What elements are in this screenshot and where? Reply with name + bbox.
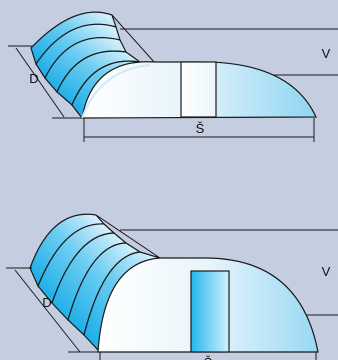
width-label: Š — [196, 121, 205, 136]
ridge-line — [111, 14, 156, 64]
width-label: Š — [204, 355, 213, 360]
greenhouse-top: D Š V — [8, 11, 338, 142]
height-label: V — [322, 46, 331, 61]
greenhouse-bottom: D Š V — [6, 213, 338, 360]
door — [190, 270, 230, 353]
front-face-shade — [81, 64, 151, 119]
depth-dimension-line — [14, 269, 81, 353]
depth-dimension-line — [15, 47, 65, 118]
height-label: V — [322, 264, 331, 279]
depth-label: D — [29, 71, 38, 86]
door — [180, 61, 217, 118]
ridge-line — [95, 214, 161, 259]
depth-label: D — [42, 295, 51, 310]
